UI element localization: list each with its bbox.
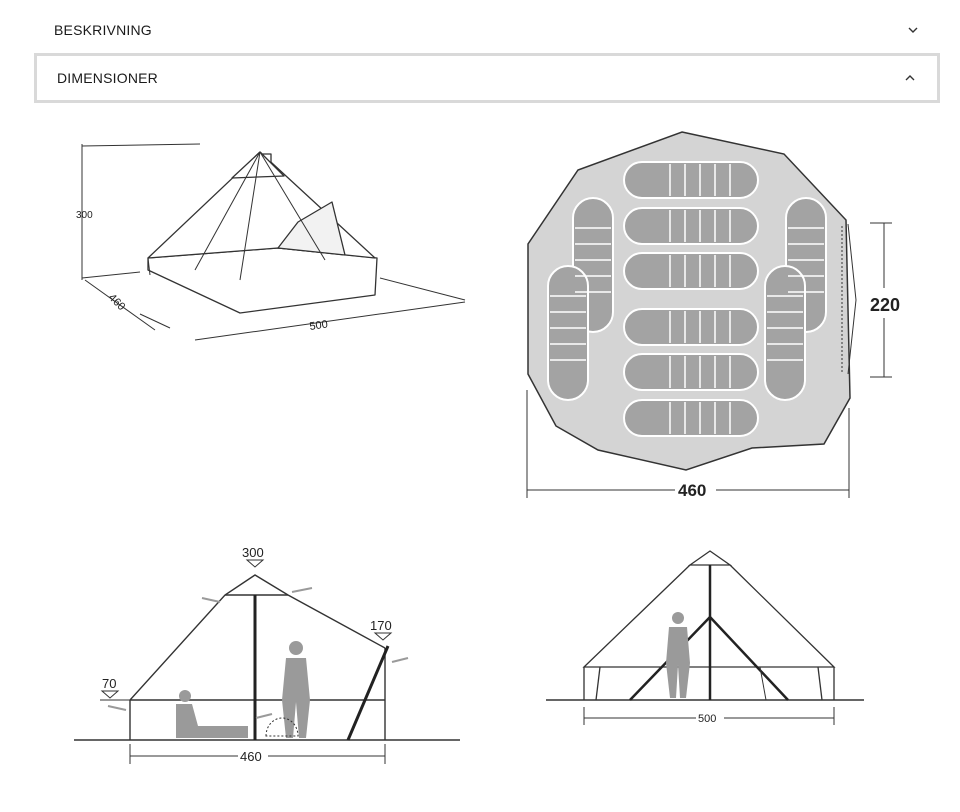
chevron-up-icon: [903, 71, 917, 85]
accordion-label-dimensioner: DIMENSIONER: [57, 70, 158, 86]
perspective-height-label: 300: [76, 210, 93, 221]
floorplan-door-label: 220: [870, 295, 900, 315]
floorplan-width-label: 460: [678, 481, 706, 500]
tent-floorplan-drawing: 220 460: [526, 131, 900, 500]
side-wall-low-label: 70: [102, 676, 116, 691]
accordion-label-beskrivning: BESKRIVNING: [54, 22, 152, 38]
tent-perspective-drawing: 300 460 500: [76, 143, 466, 341]
side-wall-high-label: 170: [370, 618, 392, 633]
chevron-down-icon: [906, 23, 920, 37]
tent-side-section-drawing: 300 170 70 460: [74, 545, 460, 764]
accordion-item-dimensioner[interactable]: DIMENSIONER: [34, 53, 940, 103]
side-peak-label: 300: [242, 545, 264, 560]
perspective-width-label: 500: [309, 319, 329, 333]
accordion-item-beskrivning[interactable]: BESKRIVNING: [34, 10, 940, 50]
side-width-label: 460: [240, 749, 262, 764]
front-width-label: 500: [698, 713, 716, 725]
tent-front-elevation-drawing: 500: [546, 550, 864, 725]
perspective-depth-label: 460: [106, 292, 127, 313]
